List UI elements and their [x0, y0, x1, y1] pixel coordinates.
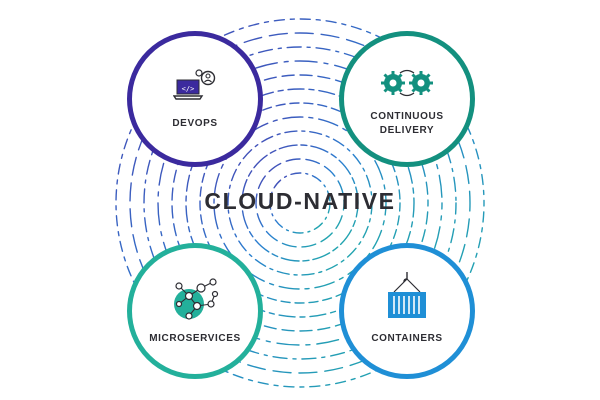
dashed-ring: [185, 88, 415, 318]
devops-label: DEVOPS: [172, 118, 218, 129]
continuous-delivery-label-line1: CONTINUOUS: [370, 111, 444, 122]
dashed-ring: [171, 74, 429, 332]
laptop-code-user-icon: </>: [173, 69, 216, 100]
devops-circle: </> DEVOPS: [127, 31, 263, 167]
dashed-ring: [157, 60, 443, 346]
containers-circle: CONTAINERS: [339, 243, 475, 379]
dashed-ring: [115, 18, 485, 388]
network-nodes-icon: [174, 278, 219, 320]
continuous-delivery-label-line2: DELIVERY: [379, 125, 435, 136]
svg-text:</>: </>: [182, 85, 195, 93]
dashed-ring: [213, 116, 387, 290]
dashed-ring: [255, 158, 345, 248]
continuous-delivery-circle: CONTINUOUS DELIVERY: [339, 31, 475, 167]
containers-label: CONTAINERS: [371, 333, 443, 344]
dashed-ring: [227, 130, 373, 276]
microservices-circle: MICROSERVICES: [127, 243, 263, 379]
microservices-label: MICROSERVICES: [149, 333, 241, 344]
crane-container-icon: [388, 272, 426, 318]
gears-cycle-icon: [381, 69, 433, 97]
dashed-ring: [199, 102, 401, 304]
dashed-ring: [143, 46, 457, 360]
center-title: CLOUD-NATIVE: [204, 188, 396, 214]
dashed-ring: [241, 144, 359, 262]
dashed-ring: [129, 32, 471, 374]
dashed-ring: [269, 172, 331, 234]
